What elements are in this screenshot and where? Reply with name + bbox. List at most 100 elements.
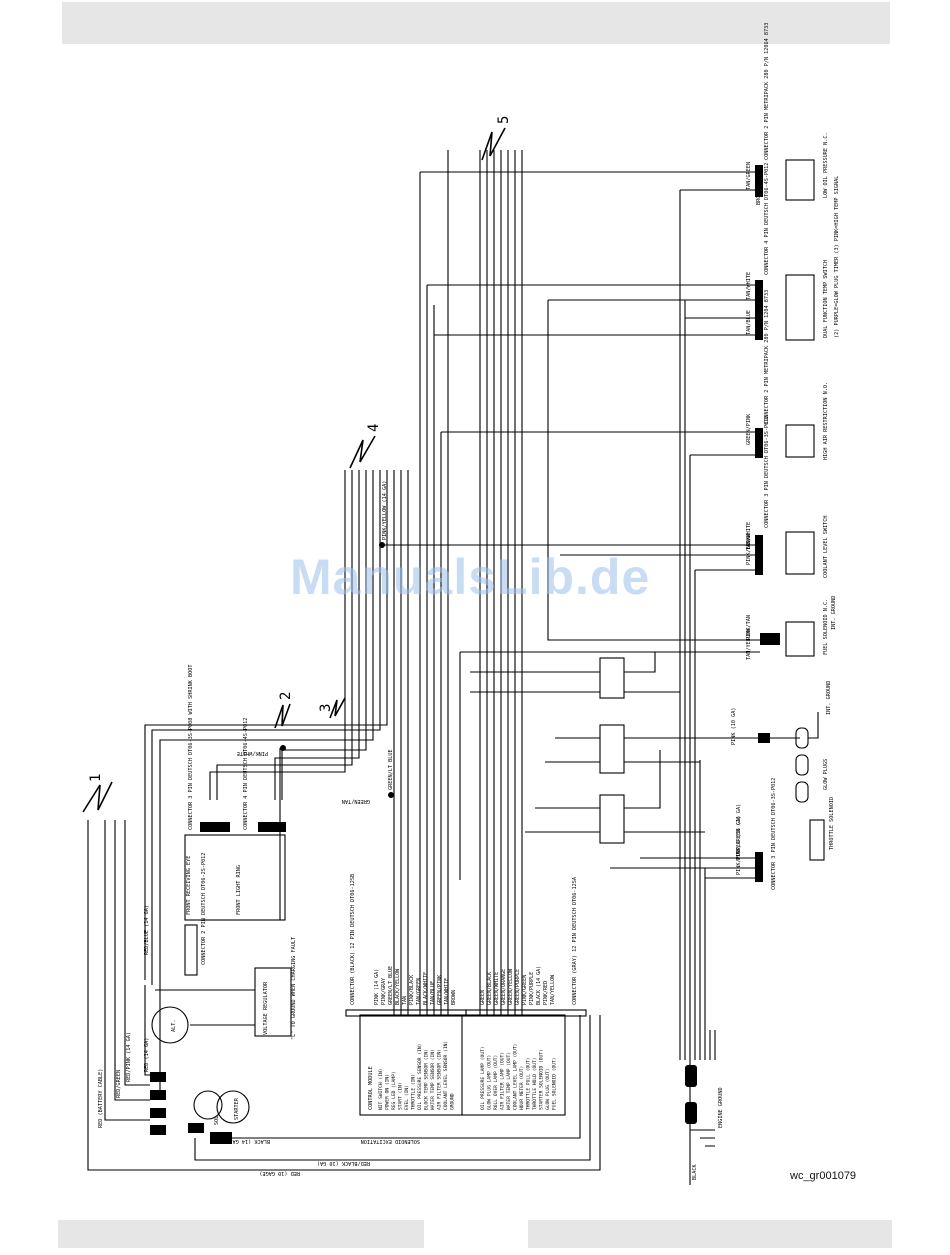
connector-gray-wire-4: GREEN/ORANGE: [501, 969, 507, 1005]
control-module-left-pin-12: GROUND: [450, 1093, 456, 1110]
coolant-wire-2: PINK/BROWN: [746, 534, 752, 565]
footer-bar-right: [528, 1220, 892, 1248]
green-lt-blue-label: GREEN/LT BLUE: [388, 749, 394, 790]
connector-gray-wire-7: PINK/GREEN: [522, 975, 528, 1005]
dual-function-label: DUAL FUNCTION TEMP SWITCH: [823, 260, 829, 338]
dual-function-connector-label: CONNECTOR 4 PIN DEUTSCH DT06-4S-P012: [764, 163, 770, 275]
black-14-label: BLACK (14 GA): [229, 1138, 270, 1144]
alt-label: ALT.: [171, 1020, 177, 1033]
engine-ground-label: ENGINE GROUND: [718, 1087, 724, 1128]
section-mark-1: 1: [88, 774, 104, 782]
engine-ground-wire: BLACK: [692, 1164, 698, 1180]
throttle-connector-label: CONNECTOR 3 PIN DEUTSCH DT06-3S-P012: [771, 778, 777, 890]
air-connector-label: CONNECTOR 2 PIN METRIPACK 280 P/N 1204 8…: [764, 290, 770, 424]
connector-gray-wire-9: BLACK (14 GA): [536, 966, 542, 1005]
connector-gray-wire-11: TAN/YELLOW: [550, 974, 556, 1005]
coolant-wire-1: TAN/WHITE: [746, 522, 752, 550]
section-mark-3: 3: [318, 704, 334, 712]
control-module-left-pin-4: START (IN): [398, 1082, 404, 1110]
connector-black-wire-1: PINK (14 GA): [374, 969, 380, 1005]
section-mark-2: 2: [278, 692, 294, 700]
figure-reference: wc_gr001079: [790, 1170, 857, 1182]
throttle-wire-2: PINK/PURPLE (16 GA): [736, 816, 742, 875]
connector-black-wire-9: TAN/BLUE: [430, 981, 436, 1005]
connector-black-title: CONNECTOR (BLACK) 12 PIN DEUTSCH DT06-12…: [350, 874, 356, 1005]
starter-label: STARTER: [234, 1097, 240, 1120]
low-oil-wire-1: TAN/GREEN: [746, 162, 752, 190]
red-green-label: RED/GREEN: [116, 1070, 122, 1098]
control-module-right-pin-12: FUEL SOLENOID (OUT): [552, 1057, 558, 1110]
front-light-label: FRONT LIGHT RING: [236, 865, 242, 915]
red-gauge-label: RED (10 GAGE): [259, 1170, 300, 1176]
control-module-right-pin-4: AIR FILTER LAMP (OUT): [500, 1052, 506, 1110]
pink-white-label: PINK/WHITE: [237, 750, 268, 756]
glow-wire-label: PINK (10 GA): [731, 708, 737, 745]
control-module-left-pin-10: AIR FILTER SENSOR (IN): [437, 1049, 443, 1110]
dual-function-wire-1: TAN/WHITE: [746, 272, 752, 300]
red-pink-label: RED/PINK (14 GA): [126, 1032, 132, 1082]
section-mark-5: 5: [496, 116, 512, 124]
air-wire-1: GREEN/PINK: [746, 413, 752, 445]
front-receiving-connector: CONNECTOR 3 PIN DEUTSCH DT06-3S-P008 WIT…: [188, 664, 194, 830]
fuel-wire-2: TAN/YELLOW: [746, 628, 752, 660]
connector-gray-wire-1: GREEN: [480, 990, 486, 1005]
watermark: ManualsLib.de: [290, 549, 651, 605]
green-tan-label: GREEN/TAN: [342, 798, 370, 804]
connector-black-wire-3: GREEN/LT BLUE: [388, 966, 394, 1005]
throttle-label: THROTTLE SOLENOID: [829, 797, 835, 850]
connector-gray-wire-8: PINK/PURPLE: [529, 972, 535, 1005]
fuel-label: FUEL SOLENOID N.C.: [823, 599, 829, 655]
section-mark-4: 4: [366, 424, 382, 432]
red-blue-label: RED/BLUE (14 GA): [144, 905, 150, 955]
connector-black-wire-11: TAN/WHITE: [444, 978, 450, 1005]
low-oil-wire-2: BROWN: [756, 189, 762, 205]
control-module-right-pin-10: STARTER SOLENOID (OUT): [539, 1049, 545, 1110]
regulator-label: VOLTAGE REGULATOR: [263, 981, 269, 1035]
control-module-right-pin-7: HOUR METER (OUT): [519, 1066, 525, 1110]
control-module-left-pin-5: EVEL (IN): [404, 1085, 410, 1110]
connector-gray-wire-3: GREEN/WHITE: [494, 972, 500, 1005]
regulator-note: "L" TO GROUND WHEN CHARGING FAULT: [291, 937, 297, 1040]
connector-black-wire-10: GREEN/PINK: [437, 975, 443, 1005]
control-module-left-pin-2: POWER ON (IN): [385, 1074, 391, 1110]
connector-black-wire-7: TAN/GREEN: [416, 978, 422, 1005]
control-module-left-pin-1: NIT SWITCH (IN): [378, 1069, 384, 1111]
front-light-connector: CONNECTOR 4 PIN DEUTSCH DT06-4S-P012: [243, 718, 249, 830]
control-module-left-pin-3: REG LED (LAMP): [391, 1071, 397, 1110]
coolant-connector-label: CONNECTOR 3 PIN DEUTSCH DT06-3S-P012: [764, 416, 770, 528]
connector-gray-wire-6: GREEN/PURPLE: [515, 969, 521, 1005]
red-black-label: RED/BLACK (10 GA): [317, 1160, 370, 1166]
control-module-title: CONTROL MODULE: [368, 1066, 374, 1110]
control-module-right-pin-1: OIL PRESSURE LAMP (OUT): [480, 1046, 486, 1110]
control-module-left-pin-9: WATER TEMP SENSOR (IN): [430, 1049, 436, 1110]
pink-yellow-label: PINK/YELLOW (14 GA): [382, 481, 388, 540]
coolant-label: COOLANT LEVEL SWITCH: [823, 516, 829, 578]
connector-gray-wire-2: GREEN/BLACK: [487, 972, 493, 1005]
control-module-right-pin-3: ROLL OVER LAMP (OUT): [493, 1055, 499, 1110]
control-module-left-pin-11: COOLANT LEVEL SENSOR (IN): [443, 1041, 449, 1110]
air-label: HIGH AIR RESTRICTION N.O.: [823, 382, 829, 460]
low-oil-label: LOW OIL PRESSURE N.C.: [823, 132, 829, 198]
connector-black-wire-8: BLACK/WHITE: [423, 972, 429, 1005]
control-module-left-pin-6: THROTTLE (IN): [411, 1074, 417, 1110]
solenoid-excitation-label: SOLENOID EXCITATION: [361, 1138, 420, 1144]
front-receiving-label: FRONT RECEIVING EYE: [186, 856, 192, 915]
glow-plugs-label: GLOW PLUGS: [823, 759, 829, 790]
harness-wire: [209, 470, 346, 800]
fuel-ground-label: INT. GROUND: [831, 596, 837, 630]
connector-black-wire-5: TAN: [402, 996, 408, 1005]
control-module-right-pin-5: WATER TEMP LAMP (OUT): [506, 1052, 512, 1110]
connector-black-wire-2: PINK/GRAY: [381, 978, 387, 1005]
header-bar: [62, 2, 890, 44]
battery-cable-label: RED (BATTERY CABLE): [98, 1069, 104, 1128]
connector-gray-wire-5: GREEN/YELLOW: [508, 968, 514, 1005]
sol-label: SOL: [214, 1116, 220, 1125]
control-module-right-pin-11: GLOW PLUG (OUT): [545, 1069, 551, 1111]
fuel-wire-1: PINK/TAN: [746, 615, 752, 640]
red-14-label: RED (14 GA): [144, 1038, 150, 1072]
control-module-right-pin-9: THROTTLE HOLD (OUT): [532, 1057, 538, 1110]
dual-function-wire-4: TAN/BLUE: [746, 310, 752, 335]
control-module-left-pin-8: BLOCK TEMP SENSOR (IN): [424, 1049, 430, 1110]
glow-ground-label: INT. GROUND: [826, 681, 832, 715]
